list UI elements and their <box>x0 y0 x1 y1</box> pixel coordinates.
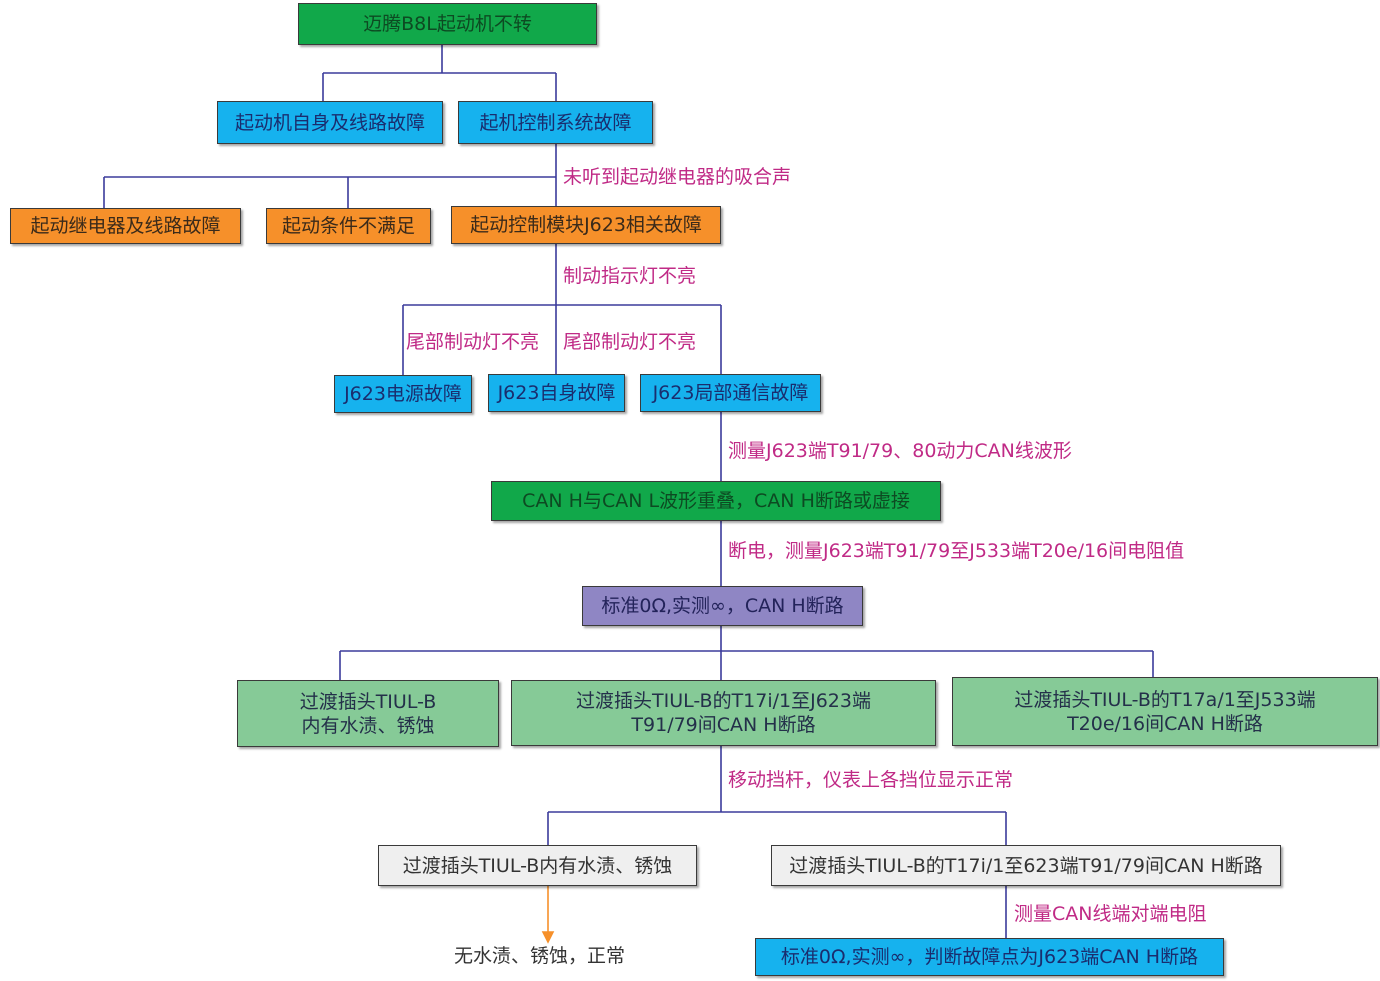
bottom-corrosion-node: 过渡插头TIUL-B内有水渍、锈蚀 <box>378 845 697 886</box>
tiul-t17a-line-2: T20e/16间CAN H断路 <box>1067 712 1263 735</box>
move-lever-label: 移动挡杆，仪表上各挡位显示正常 <box>728 769 1014 791</box>
bottom-break-node: 过渡插头TIUL-B的T17i/1至623端T91/79间CAN H断路 <box>771 845 1281 886</box>
tiul-corrosion-node: 过渡插头TIUL-B 内有水渍、锈蚀 <box>237 680 499 747</box>
root-node: 迈腾B8L起动机不转 <box>298 3 597 45</box>
arrow-head-icon <box>541 931 555 944</box>
power-off-label: 断电，测量J623端T91/79至J533端T20e/16间电阻值 <box>728 540 1185 562</box>
brake-light-label: 制动指示灯不亮 <box>563 265 697 287</box>
tiul-corrosion-line-1: 过渡插头TIUL-B <box>299 690 437 713</box>
can-overlap-node: CAN H与CAN L波形重叠，CAN H断路或虚接 <box>491 481 941 521</box>
measure-wave-label: 测量J623端T91/79、80动力CAN线波形 <box>728 440 1072 462</box>
j623-power-node: J623电源故障 <box>334 375 472 413</box>
outcome-text: 无水渍、锈蚀，正常 <box>454 945 626 967</box>
control-fault-node: 起机控制系统故障 <box>458 101 653 144</box>
starter-fault-node: 起动机自身及线路故障 <box>217 101 443 144</box>
j623-self-node: J623自身故障 <box>488 374 625 412</box>
j623-comm-node: J623局部通信故障 <box>640 374 821 412</box>
final-result-node: 标准0Ω,实测∞，判断故障点为J623端CAN H断路 <box>755 938 1224 976</box>
tail-light-label-2: 尾部制动灯不亮 <box>563 331 697 353</box>
measure-can-label: 测量CAN线端对端电阻 <box>1014 903 1207 925</box>
tiul-t17i-line-1: 过渡插头TIUL-B的T17i/1至J623端 <box>575 690 871 712</box>
tiul-t17i-node: 过渡插头TIUL-B的T17i/1至J623端 T91/79间CAN H断路 <box>511 680 936 746</box>
tiul-corrosion-line-2: 内有水渍、锈蚀 <box>301 714 435 737</box>
tiul-t17i-line-2: T91/79间CAN H断路 <box>631 714 816 736</box>
tail-light-label-1: 尾部制动灯不亮 <box>406 331 540 353</box>
no-click-label: 未听到起动继电器的吸合声 <box>563 166 792 188</box>
relay-fault-node: 起动继电器及线路故障 <box>10 208 241 244</box>
measure-result-node: 标准0Ω,实测∞，CAN H断路 <box>582 586 863 626</box>
tiul-t17a-line-1: 过渡插头TIUL-B的T17a/1至J533端 <box>1014 688 1316 711</box>
tiul-t17a-node: 过渡插头TIUL-B的T17a/1至J533端 T20e/16间CAN H断路 <box>952 677 1378 746</box>
j623-fault-node: 起动控制模块J623相关故障 <box>451 206 721 244</box>
condition-fault-node: 起动条件不满足 <box>266 208 431 244</box>
